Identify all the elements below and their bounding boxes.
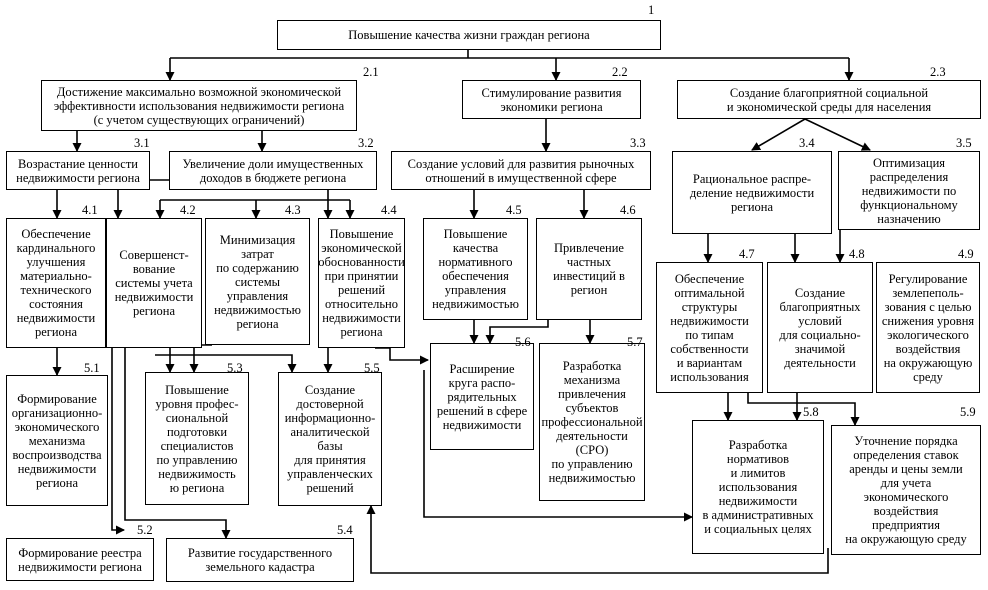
node-1-number: 1 bbox=[648, 3, 655, 17]
node-47-number: 4.7 bbox=[739, 247, 755, 261]
node-56-box: Расширение круга распо- рядительных реше… bbox=[430, 343, 534, 450]
node-54-number: 5.4 bbox=[337, 523, 353, 537]
node-53-box: Повышение уровня профес- сиональной подг… bbox=[145, 372, 249, 505]
node-52-box: Формирование реестра недвижимости регион… bbox=[6, 538, 154, 581]
node-22-box: Стимулирование развития экономики регион… bbox=[462, 80, 641, 119]
node-34-box: Рациональное распре- деление недвижимост… bbox=[672, 151, 832, 234]
node-42-number: 4.2 bbox=[180, 203, 196, 217]
node-49-box: Регулирование землепеполь- зования с цел… bbox=[876, 262, 980, 393]
node-48-number: 4.8 bbox=[849, 247, 865, 261]
node-51-number: 5.1 bbox=[84, 361, 100, 375]
node-34-number: 3.4 bbox=[799, 136, 815, 150]
node-55-box: Создание достоверной информационно- анал… bbox=[278, 372, 382, 506]
node-33-box: Создание условий для развития рыночных о… bbox=[391, 151, 651, 190]
node-1-box: Повышение качества жизни граждан региона bbox=[277, 20, 661, 50]
node-46-box: Привлечение частных инвестиций в регион bbox=[536, 218, 642, 320]
node-21-number: 2.1 bbox=[363, 65, 379, 79]
node-23-box: Создание благоприятной социальной и экон… bbox=[677, 80, 981, 119]
node-31-box: Возрастание ценности недвижимости регион… bbox=[6, 151, 150, 190]
node-58-box: Разработка нормативов и лимитов использо… bbox=[692, 420, 824, 554]
node-49-number: 4.9 bbox=[958, 247, 974, 261]
node-54-box: Развитие государственного земельного кад… bbox=[166, 538, 354, 582]
node-57-number: 5.7 bbox=[627, 335, 643, 349]
node-51-box: Формирование организационно- экономическ… bbox=[6, 375, 108, 506]
node-57-box: Разработка механизма привлечения субъект… bbox=[539, 343, 645, 501]
node-48-box: Создание благоприятных условий для социа… bbox=[767, 262, 873, 393]
node-45-box: Повышение качества нормативного обеспече… bbox=[423, 218, 528, 320]
node-33-number: 3.3 bbox=[630, 136, 646, 150]
node-23-number: 2.3 bbox=[930, 65, 946, 79]
node-41-number: 4.1 bbox=[82, 203, 98, 217]
node-22-number: 2.2 bbox=[612, 65, 628, 79]
node-31-number: 3.1 bbox=[134, 136, 150, 150]
node-21-box: Достижение максимально возможной экономи… bbox=[41, 80, 357, 131]
node-47-box: Обеспечение оптимальной структуры недвиж… bbox=[656, 262, 763, 393]
node-32-box: Увеличение доли имущественных доходов в … bbox=[169, 151, 377, 190]
node-35-box: Оптимизация распределения недвижимости п… bbox=[838, 151, 980, 230]
node-53-number: 5.3 bbox=[227, 361, 243, 375]
node-46-number: 4.6 bbox=[620, 203, 636, 217]
node-44-number: 4.4 bbox=[381, 203, 397, 217]
node-35-number: 3.5 bbox=[956, 136, 972, 150]
node-44-box: Повышение экономической обоснованности п… bbox=[318, 218, 405, 348]
node-41-box: Обеспечение кардинального улучшения мате… bbox=[6, 218, 106, 348]
node-52-number: 5.2 bbox=[137, 523, 153, 537]
node-42-box: Совершенст- вование системы учета недвиж… bbox=[106, 218, 202, 348]
node-59-number: 5.9 bbox=[960, 405, 976, 419]
node-59-box: Уточнение порядка определения ставок аре… bbox=[831, 425, 981, 555]
node-43-number: 4.3 bbox=[285, 203, 301, 217]
node-43-box: Минимизация затрат по содержанию системы… bbox=[205, 218, 310, 345]
node-56-number: 5.6 bbox=[515, 335, 531, 349]
node-32-number: 3.2 bbox=[358, 136, 374, 150]
node-58-number: 5.8 bbox=[803, 405, 819, 419]
node-55-number: 5.5 bbox=[364, 361, 380, 375]
node-45-number: 4.5 bbox=[506, 203, 522, 217]
